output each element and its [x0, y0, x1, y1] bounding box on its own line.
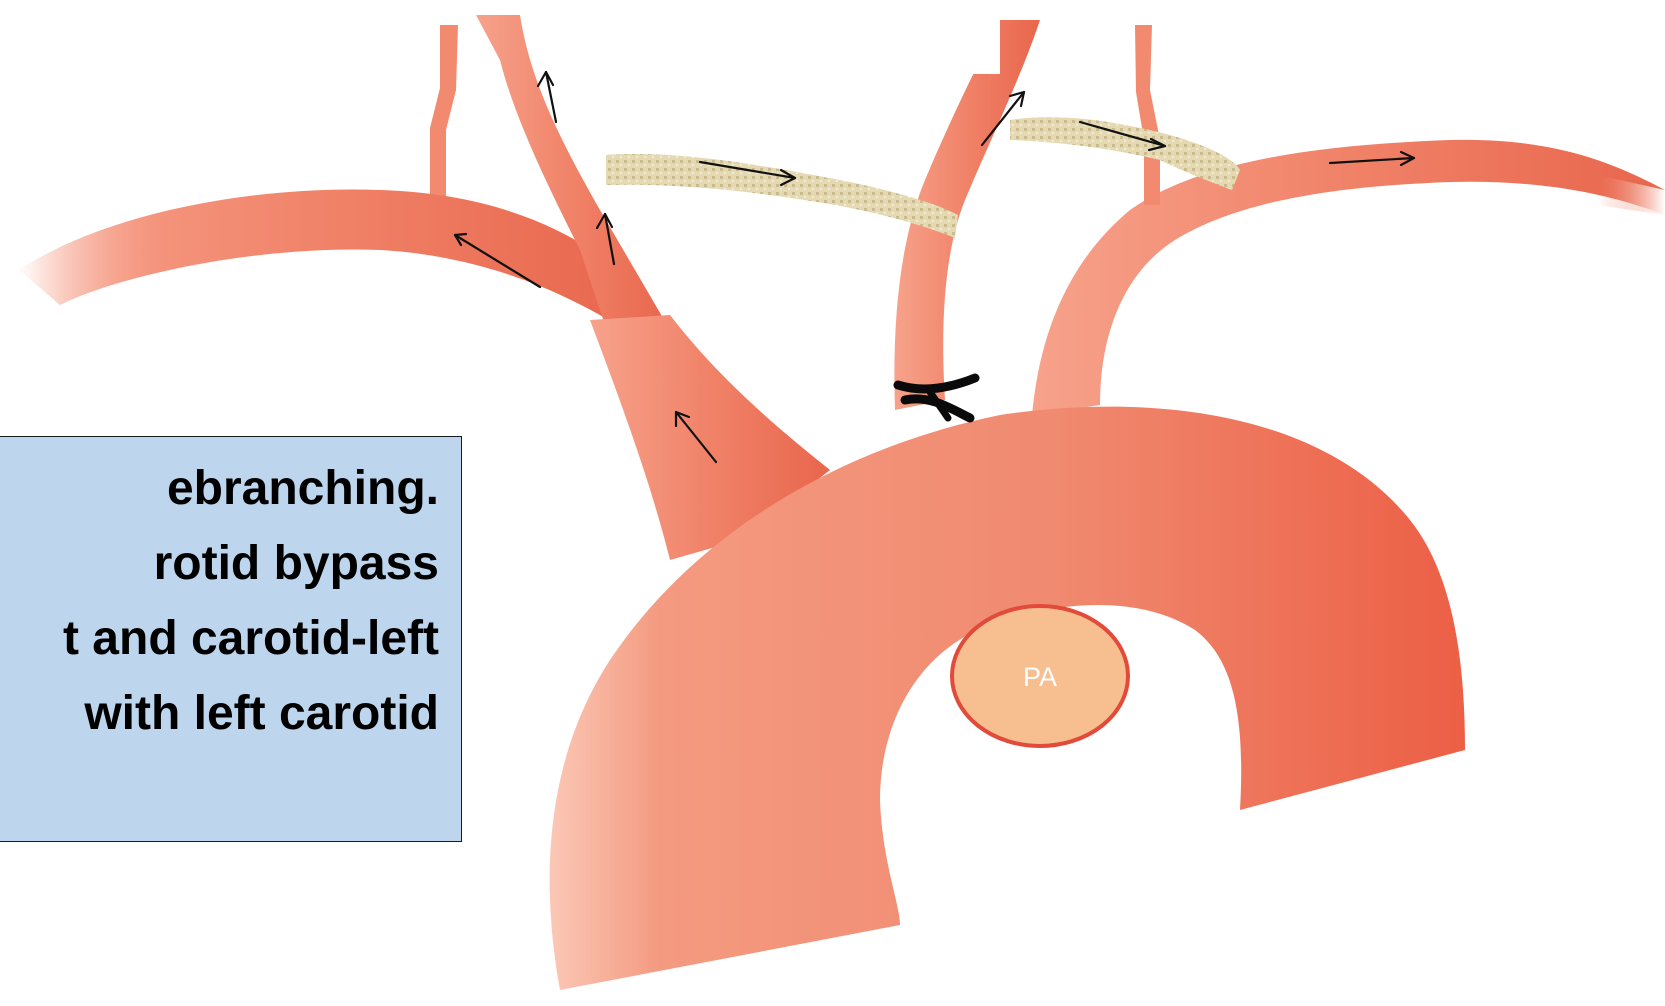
pulmonary-artery-label: PA — [1023, 662, 1057, 692]
carotid-subclavian-graft — [1010, 117, 1240, 190]
pulmonary-artery: PA — [952, 606, 1128, 746]
ligation-clip-icon — [898, 378, 975, 418]
right-vertebral-artery — [430, 25, 458, 205]
caption-line-1: ebranching. — [167, 465, 439, 513]
left-vertebral-artery — [1135, 25, 1160, 205]
caption-line-4: with left carotid — [71, 690, 439, 738]
left-subclavian-artery — [1032, 140, 1665, 415]
right-subclavian-artery — [20, 189, 640, 340]
caption-box: ebranching. rotid bypass t and carotid-l… — [0, 436, 462, 842]
carotid-carotid-graft — [606, 154, 958, 238]
caption-line-2: rotid bypass — [154, 540, 439, 588]
blank-region-left — [546, 0, 1000, 74]
caption-line-3: t and carotid-left — [63, 615, 439, 663]
